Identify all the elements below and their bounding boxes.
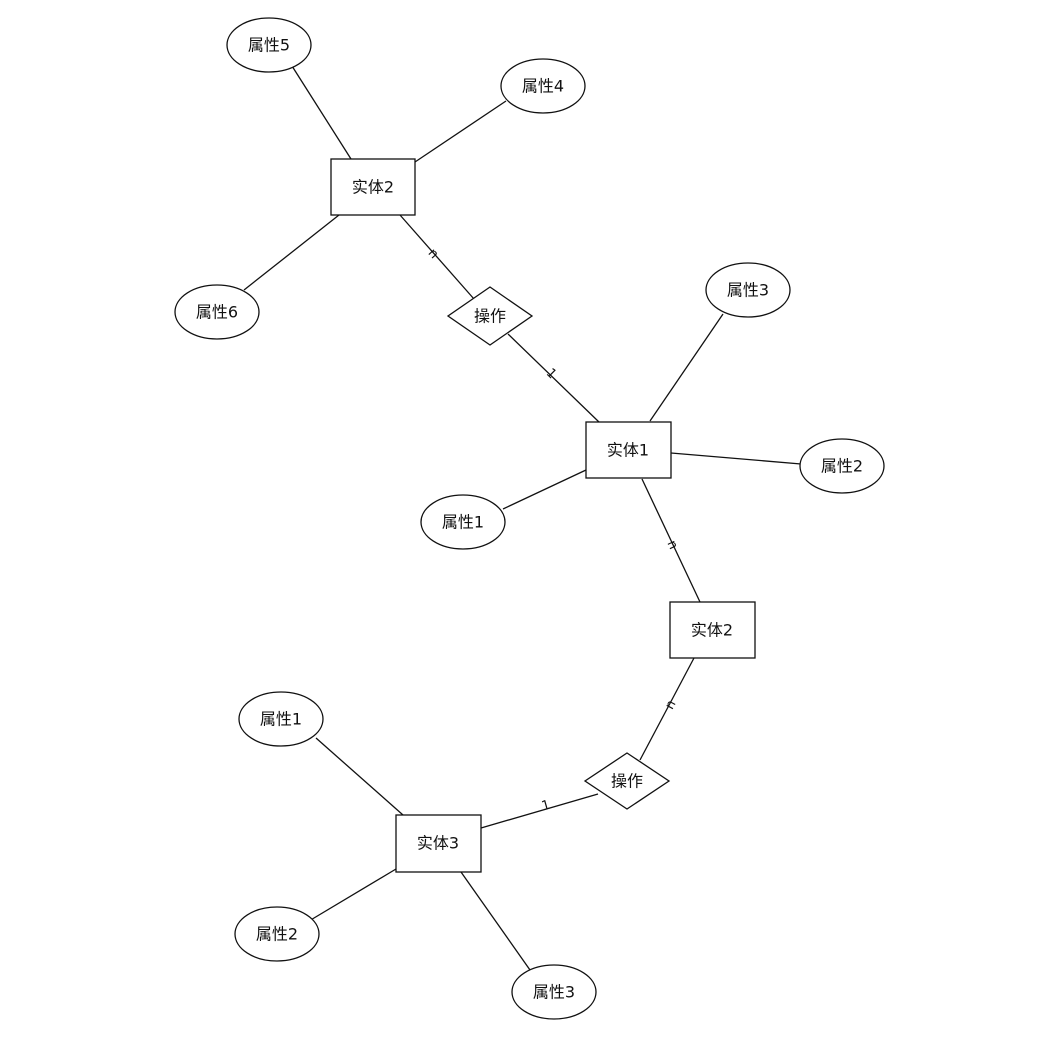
attribute-ellipse[interactable] — [799, 438, 885, 494]
attribute-entity3-2[interactable]: 属性2 — [234, 906, 320, 962]
relationship-label: 操作 — [611, 772, 643, 791]
entity-top-2[interactable]: 实体2 — [330, 158, 416, 216]
entity-box[interactable] — [669, 601, 756, 659]
relationship-diamond[interactable] — [446, 286, 534, 346]
entity-mid-2[interactable]: 实体2 — [669, 601, 756, 659]
attribute-label: 属性1 — [260, 710, 302, 729]
attribute-5[interactable]: 属性5 — [226, 17, 312, 73]
connector-lines — [243, 65, 802, 971]
attribute-ellipse[interactable] — [226, 17, 312, 73]
entity-label: 实体1 — [607, 441, 649, 460]
line-entity1-attr2 — [670, 452, 802, 465]
attribute-label: 属性5 — [248, 36, 290, 55]
line-entity2-attr4 — [414, 100, 507, 163]
attribute-ellipse[interactable] — [500, 58, 586, 114]
line-entity1-attr1 — [502, 469, 587, 510]
attribute-entity1-1[interactable]: 属性1 — [420, 494, 506, 550]
cardinality-label: 1 — [543, 366, 559, 383]
line-entity2-relation-top — [399, 214, 475, 300]
line-entity3-attr2 — [308, 868, 397, 922]
attribute-entity3-3[interactable]: 属性3 — [511, 964, 597, 1020]
line-entity2-attr6 — [243, 214, 340, 291]
line-entity1-attr3 — [649, 313, 724, 422]
line-entity2-mid-relation-bottom — [639, 657, 695, 761]
attribute-ellipse[interactable] — [511, 964, 597, 1020]
attribute-label: 属性2 — [256, 925, 298, 944]
entity-box[interactable] — [585, 421, 672, 479]
attribute-label: 属性1 — [442, 513, 484, 532]
attribute-entity3-1[interactable]: 属性1 — [238, 691, 324, 747]
attribute-label: 属性4 — [522, 77, 564, 96]
entity-3[interactable]: 实体3 — [395, 814, 482, 873]
attribute-ellipse[interactable] — [705, 262, 791, 318]
attribute-label: 属性3 — [727, 281, 769, 300]
entity-box[interactable] — [395, 814, 482, 873]
attribute-ellipse[interactable] — [238, 691, 324, 747]
line-entity3-attr3 — [460, 871, 531, 971]
attribute-label: 属性6 — [196, 303, 238, 322]
relationship-top[interactable]: 操作 — [446, 286, 534, 346]
attribute-ellipse[interactable] — [420, 494, 506, 550]
attribute-label: 属性3 — [533, 983, 575, 1002]
cardinality-label: n — [662, 698, 679, 712]
entity-label: 实体2 — [691, 621, 733, 640]
relationship-diamond[interactable] — [583, 752, 671, 810]
relationship-bottom[interactable]: 操作 — [583, 752, 671, 810]
cardinality-label: n — [663, 538, 680, 552]
entity-1[interactable]: 实体1 — [585, 421, 672, 479]
line-entity3-attr1 — [315, 737, 404, 816]
line-entity1-entity2-mid — [641, 478, 701, 603]
relationship-label: 操作 — [474, 307, 506, 326]
entity-box[interactable] — [330, 158, 416, 216]
entity-label: 实体2 — [352, 178, 394, 197]
attribute-label: 属性2 — [821, 457, 863, 476]
attribute-4[interactable]: 属性4 — [500, 58, 586, 114]
line-relation-bottom-entity3 — [480, 793, 599, 829]
attribute-ellipse[interactable] — [174, 284, 260, 340]
attribute-ellipse[interactable] — [234, 906, 320, 962]
attribute-entity1-3[interactable]: 属性3 — [705, 262, 791, 318]
attribute-6[interactable]: 属性6 — [174, 284, 260, 340]
entity-label: 实体3 — [417, 834, 459, 853]
line-entity2-attr5 — [291, 65, 352, 160]
line-relation-top-entity1 — [507, 333, 601, 424]
attribute-entity1-2[interactable]: 属性2 — [799, 438, 885, 494]
cardinality-label: 1 — [540, 798, 552, 815]
